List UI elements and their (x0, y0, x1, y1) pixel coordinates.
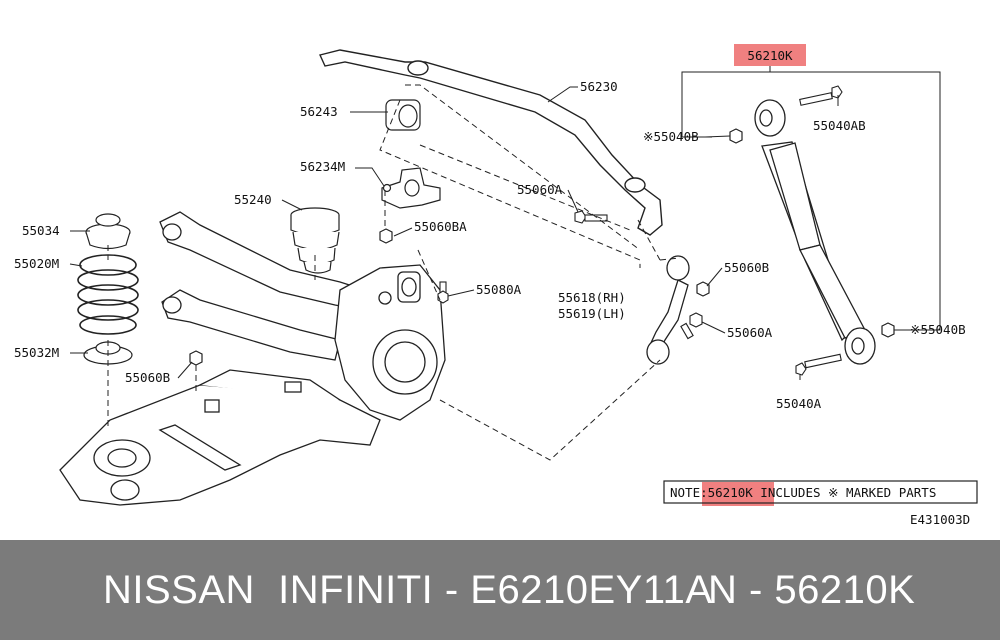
label-nut-b-left: 55060B (125, 370, 170, 385)
stabilizer-bar (319, 49, 663, 236)
clamp (381, 167, 441, 209)
label-bushing: 56243 (300, 104, 338, 119)
nut-040b-top (729, 128, 743, 144)
assembly-lines (107, 84, 681, 461)
subframe (59, 369, 381, 506)
nut-b-right (696, 281, 710, 297)
nut-ba (379, 228, 393, 244)
label-seat-upper: 55034 (22, 223, 60, 238)
bolt-040a (795, 353, 842, 376)
label-bolt-040ab: 55040AB (813, 118, 866, 133)
label-main-part: 56210K (747, 48, 793, 63)
note-part-highlight (702, 482, 774, 506)
bumper (290, 207, 340, 274)
note-box (663, 480, 978, 504)
leader-lines (69, 86, 908, 380)
knuckle (334, 264, 446, 421)
coil-spring (77, 254, 139, 335)
note-text: NOTE:56210K INCLUDES ※ MARKED PARTS (670, 485, 936, 500)
label-nut-080a: 55080A (476, 282, 522, 297)
nut-040b-low (881, 322, 895, 338)
label-bumper: 55240 (234, 192, 272, 207)
bolt-a (574, 210, 608, 224)
label-bolt-040a: 55040A (776, 396, 822, 411)
label-nut-040b-low: ※55040B (910, 322, 966, 337)
parts-diagram: 56210K 56230 56243 56234M 55060A 55060BA… (14, 44, 978, 527)
label-spring: 55020M (14, 256, 59, 271)
shock-absorber (754, 99, 876, 365)
main-part-highlight (734, 44, 806, 66)
label-bolt-a-right: 55060A (727, 325, 773, 340)
bolt-040ab (799, 85, 843, 106)
nut-b-left (189, 350, 203, 366)
label-nut-ba: 55060BA (414, 219, 467, 234)
label-nut-040b-top: ※55040B (643, 129, 699, 144)
label-nut-b-right: 55060B (724, 260, 769, 275)
bolt-a-right (680, 312, 703, 340)
label-seat-lower: 55032M (14, 345, 59, 360)
bolt-080a (437, 281, 449, 304)
label-bolt-a: 55060A (517, 182, 563, 197)
label-clamp: 56234M (300, 159, 345, 174)
bushing (385, 99, 421, 131)
label-link-rh: 55618(RH) (558, 290, 626, 305)
footer-part-number: N - 56210K (708, 567, 916, 612)
footer-vehicle-code: NISSAN INFINITI - E6210EY11A (103, 567, 713, 612)
upper-seat (85, 213, 131, 250)
label-link-lh: 55619(LH) (558, 306, 626, 321)
stabilizer-link (646, 255, 690, 365)
footer-bar: NISSAN INFINITI - E6210EY11A N - 56210K (0, 540, 1000, 640)
label-stabilizer: 56230 (580, 79, 618, 94)
figure-code: E431003D (910, 512, 970, 527)
